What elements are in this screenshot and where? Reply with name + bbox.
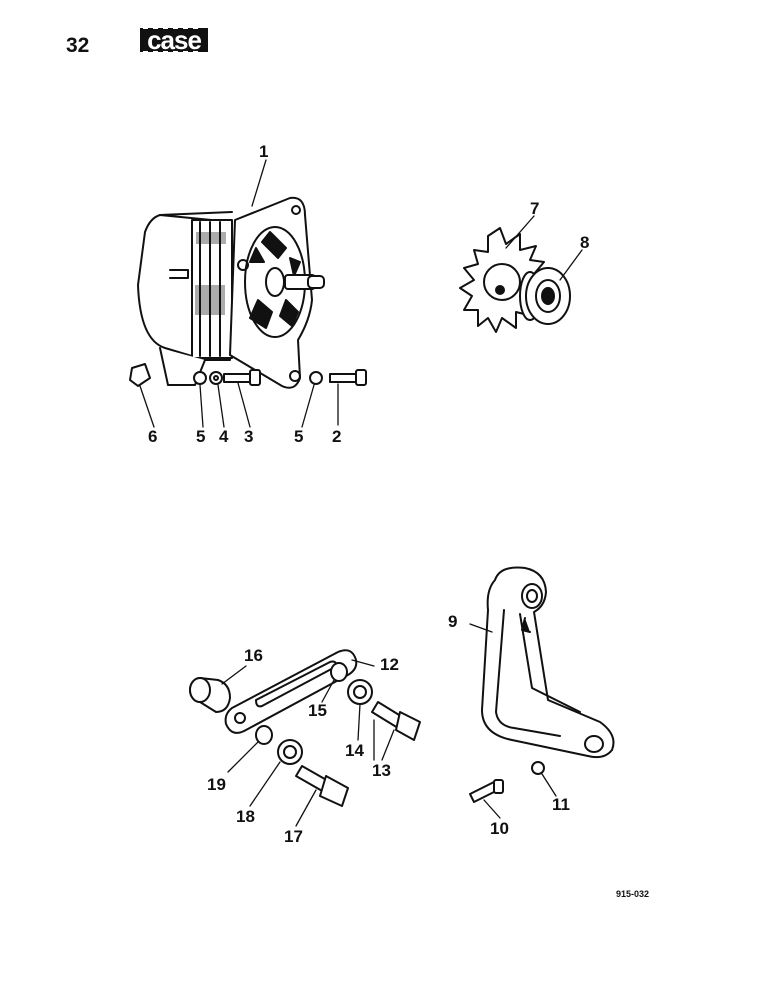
callout-16: 16 bbox=[244, 646, 263, 665]
callout-12: 12 bbox=[380, 655, 399, 674]
callout-13: 13 bbox=[372, 761, 391, 780]
callout-9: 9 bbox=[448, 612, 457, 631]
page-number: 32 bbox=[66, 34, 90, 57]
callout-5-right: 5 bbox=[294, 427, 303, 446]
lockwasher-5b bbox=[309, 371, 323, 385]
callout-1: 1 bbox=[259, 142, 268, 161]
lockwasher-11 bbox=[531, 761, 545, 775]
washer-18 bbox=[277, 739, 303, 765]
callout-18: 18 bbox=[236, 807, 255, 826]
pulley bbox=[519, 267, 571, 325]
drawing-code: 915-032 bbox=[616, 889, 650, 899]
mounting-bracket bbox=[481, 566, 615, 759]
callout-10: 10 bbox=[490, 819, 509, 838]
callout-8: 8 bbox=[580, 233, 589, 252]
lockwasher-19 bbox=[255, 725, 273, 745]
callout-19: 19 bbox=[207, 775, 226, 794]
washer-4 bbox=[209, 371, 223, 385]
bolt-3 bbox=[223, 373, 253, 383]
lockwasher-15 bbox=[330, 662, 348, 682]
callout-6: 6 bbox=[148, 427, 157, 446]
brand-wordmark: case bbox=[147, 25, 202, 55]
callout-5: 5 bbox=[196, 427, 205, 446]
bolt-2 bbox=[329, 373, 359, 383]
callout-2: 2 bbox=[332, 427, 341, 446]
lockwasher-5 bbox=[193, 371, 207, 385]
spacer-16 bbox=[189, 677, 231, 713]
callout-15: 15 bbox=[308, 701, 327, 720]
case-logo: case bbox=[139, 26, 209, 54]
callout-11: 11 bbox=[552, 795, 570, 814]
alternator bbox=[137, 196, 325, 389]
callout-17: 17 bbox=[284, 827, 303, 846]
callout-4: 4 bbox=[219, 427, 229, 446]
callout-3: 3 bbox=[244, 427, 253, 446]
nut-6 bbox=[129, 363, 151, 387]
callout-14: 14 bbox=[345, 741, 364, 760]
washer-14 bbox=[347, 679, 373, 705]
callout-7: 7 bbox=[530, 199, 539, 218]
